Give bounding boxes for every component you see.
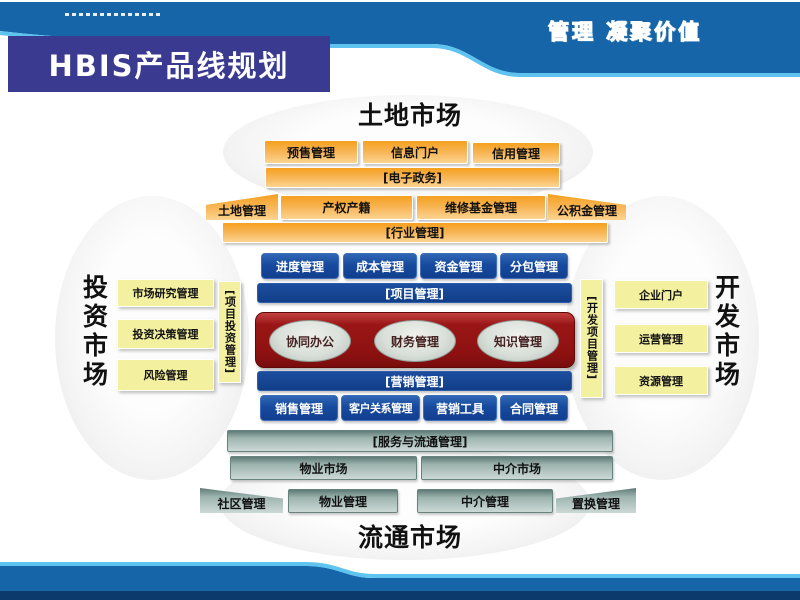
box-subcontract-management: 分包管理 <box>500 253 568 279</box>
box-credit-management: 信用管理 <box>472 142 560 164</box>
box-property-market: 物业市场 <box>230 456 417 480</box>
bar-marketing-management: [营销管理] <box>257 371 572 391</box>
box-cost-management: 成本管理 <box>343 253 417 279</box>
box-maintenance-fund: 维修基金管理 <box>416 195 546 220</box>
core-knowledge-management: 知识管理 <box>477 320 559 362</box>
core-finance-management: 财务管理 <box>374 320 456 362</box>
bar-project-management: [项目管理] <box>257 283 572 303</box>
box-progress-management: 进度管理 <box>261 253 339 279</box>
box-contract-management: 合同管理 <box>500 395 568 421</box>
bar-service-circulation: [服务与流通管理] <box>227 430 613 452</box>
box-risk-management: 风险管理 <box>117 359 214 391</box>
box-resource-management: 资源管理 <box>614 366 708 395</box>
header-fine-print <box>65 13 160 16</box>
market-title-circulation: 流通市场 <box>357 523 462 552</box>
box-presale-management: 预售管理 <box>264 140 358 164</box>
page-title: HBIS产品线规划 <box>48 49 290 83</box>
box-property-management: 物业管理 <box>288 489 398 513</box>
market-title-investment: 投资市场 <box>79 274 109 390</box>
box-agency-management: 中介管理 <box>417 489 553 513</box>
box-capital-management: 资金管理 <box>420 253 497 279</box>
box-agency-market: 中介市场 <box>421 456 613 480</box>
box-operations-management: 运营管理 <box>614 324 708 353</box>
box-investment-decision: 投资决策管理 <box>117 319 214 349</box>
title-banner: HBIS产品线规划 <box>8 36 330 92</box>
box-sales-management: 销售管理 <box>260 395 338 421</box>
box-marketing-tools: 营销工具 <box>423 395 497 421</box>
bar-industry-management: [行业管理] <box>222 222 608 243</box>
footer-band <box>0 562 800 600</box>
core-collaborative-office: 协同办公 <box>269 320 351 362</box>
box-crm: 客户关系管理 <box>341 395 420 421</box>
box-property-rights: 产权产籍 <box>280 195 413 220</box>
bar-e-government: [电子政务] <box>265 167 560 188</box>
market-title-land: 土地市场 <box>357 101 462 130</box>
market-title-development: 开发市场 <box>711 274 741 390</box>
box-provident-fund: 公积金管理 <box>548 194 626 220</box>
box-market-research: 市场研究管理 <box>117 279 214 307</box>
box-land-management: 土地管理 <box>206 194 278 220</box>
core-panel: 协同办公 财务管理 知识管理 <box>255 312 575 368</box>
box-info-portal: 信息门户 <box>362 140 468 164</box>
header-slogan: 管理 凝聚价值 <box>547 19 703 44</box>
box-project-investment-vertical: [项目投资管理] <box>218 281 241 383</box>
box-enterprise-portal: 企业门户 <box>614 280 708 309</box>
box-dev-project-vertical: [开发项目管理] <box>580 279 603 398</box>
